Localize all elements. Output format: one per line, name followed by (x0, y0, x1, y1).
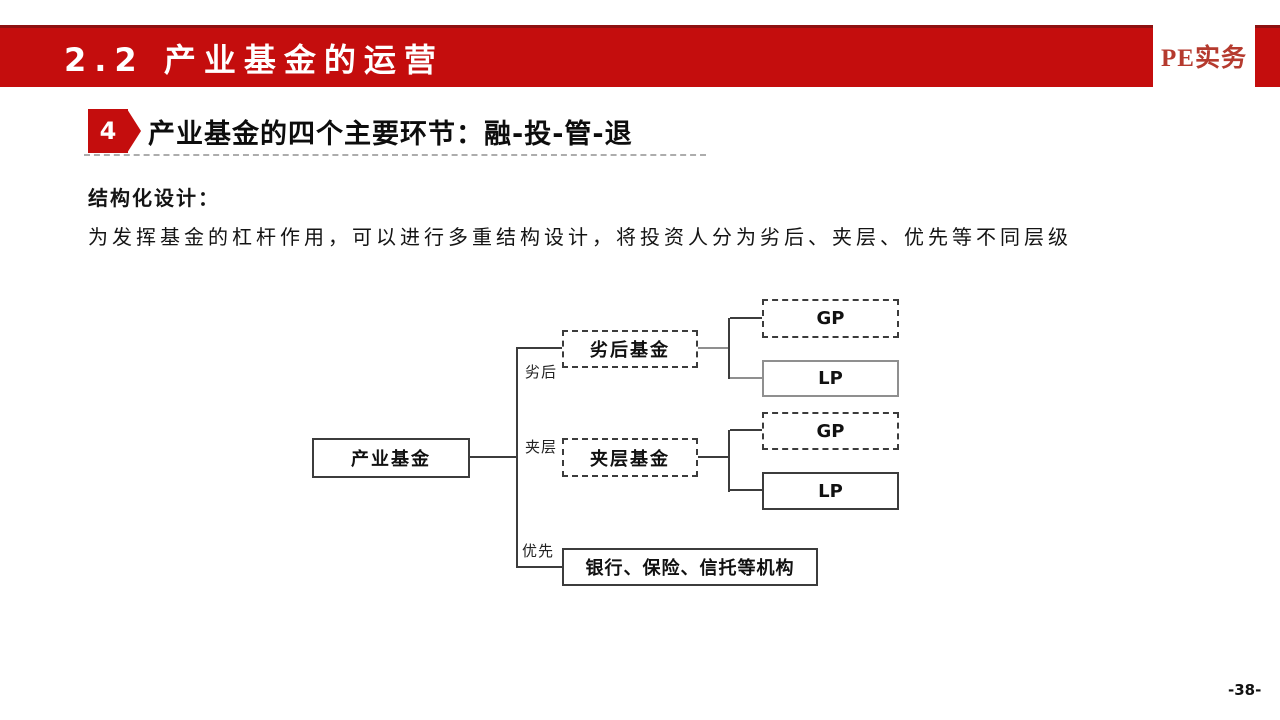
page-number: -38- (1228, 681, 1262, 699)
section-number-badge: 4 (88, 109, 128, 153)
node-gp-2: GP (762, 412, 899, 450)
line-trunk-vertical (516, 347, 518, 568)
header-bar: 2.2 产业基金的运营 (0, 25, 1153, 87)
section-heading: 产业基金的四个主要环节：融-投-管-退 (148, 119, 633, 150)
node-lp-1: LP (762, 360, 899, 397)
tier-label-senior: 优先 (522, 542, 555, 560)
line-branch-subordinated (516, 347, 562, 349)
line-subordinated-fund-out (698, 347, 730, 349)
body-paragraph: 为发挥基金的杠杆作用，可以进行多重结构设计，将投资人分为劣后、夹层、优先等不同层… (88, 225, 1072, 249)
line-to-gp2 (730, 429, 762, 431)
tier-label-mezzanine: 夹层 (525, 438, 558, 456)
heading-dashed-underline (84, 154, 706, 156)
node-gp-1: GP (762, 299, 899, 338)
line-connector-group1-vertical (728, 318, 730, 379)
line-connector-group2-vertical (728, 430, 730, 492)
tier-label-subordinated: 劣后 (525, 363, 558, 381)
slide-title: 2.2 产业基金的运营 (64, 40, 444, 79)
line-branch-senior (516, 566, 562, 568)
header-right-accent-block (1255, 25, 1280, 87)
line-mezzanine-fund-out (698, 456, 730, 458)
node-subordinated-fund: 劣后基金 (562, 330, 698, 368)
section-badge-arrow-icon (127, 109, 141, 153)
node-mezzanine-fund: 夹层基金 (562, 438, 698, 477)
node-industry-fund: 产业基金 (312, 438, 470, 478)
line-to-gp1 (730, 317, 762, 319)
line-root-to-trunk (470, 456, 517, 458)
pe-shiwu-logo: PE实务 (1161, 45, 1247, 72)
node-lp-2: LP (762, 472, 899, 510)
line-to-lp1 (730, 377, 762, 379)
line-to-lp2 (730, 489, 762, 491)
node-senior-institutions: 银行、保险、信托等机构 (562, 548, 818, 586)
lead-text: 结构化设计： (88, 186, 220, 210)
logo-area: PE实务 (1153, 25, 1255, 87)
